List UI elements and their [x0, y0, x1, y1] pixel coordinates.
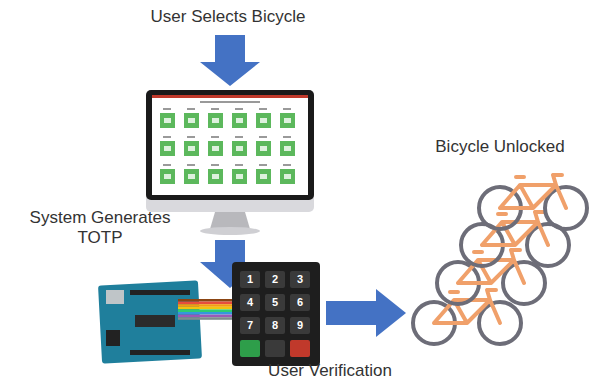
- step-label: User Verification: [240, 361, 420, 381]
- keypad-keys: [240, 271, 310, 357]
- key-digit: 7: [240, 317, 260, 334]
- key-digit: 8: [265, 317, 285, 334]
- step-label: System Generates TOTP: [25, 208, 175, 248]
- key-digit: 9: [290, 317, 310, 334]
- step-label: Bicycle Unlocked: [410, 137, 590, 157]
- keypad: [232, 262, 320, 366]
- step-label: User Selects Bicycle: [128, 7, 328, 27]
- key-digit: 4: [240, 294, 260, 311]
- key-digit: 6: [290, 294, 310, 311]
- key-digit: 3: [290, 271, 310, 288]
- flow-arrow: [326, 289, 406, 337]
- key-digit: 2: [265, 271, 285, 288]
- flow-arrow: [200, 35, 260, 86]
- ribbon-cable: [178, 299, 234, 320]
- key-digit: 5: [265, 294, 285, 311]
- bicycles: [413, 175, 587, 344]
- monitor-icon: [146, 90, 314, 235]
- arduino-board: [98, 280, 202, 363]
- key-digit: 1: [240, 271, 260, 288]
